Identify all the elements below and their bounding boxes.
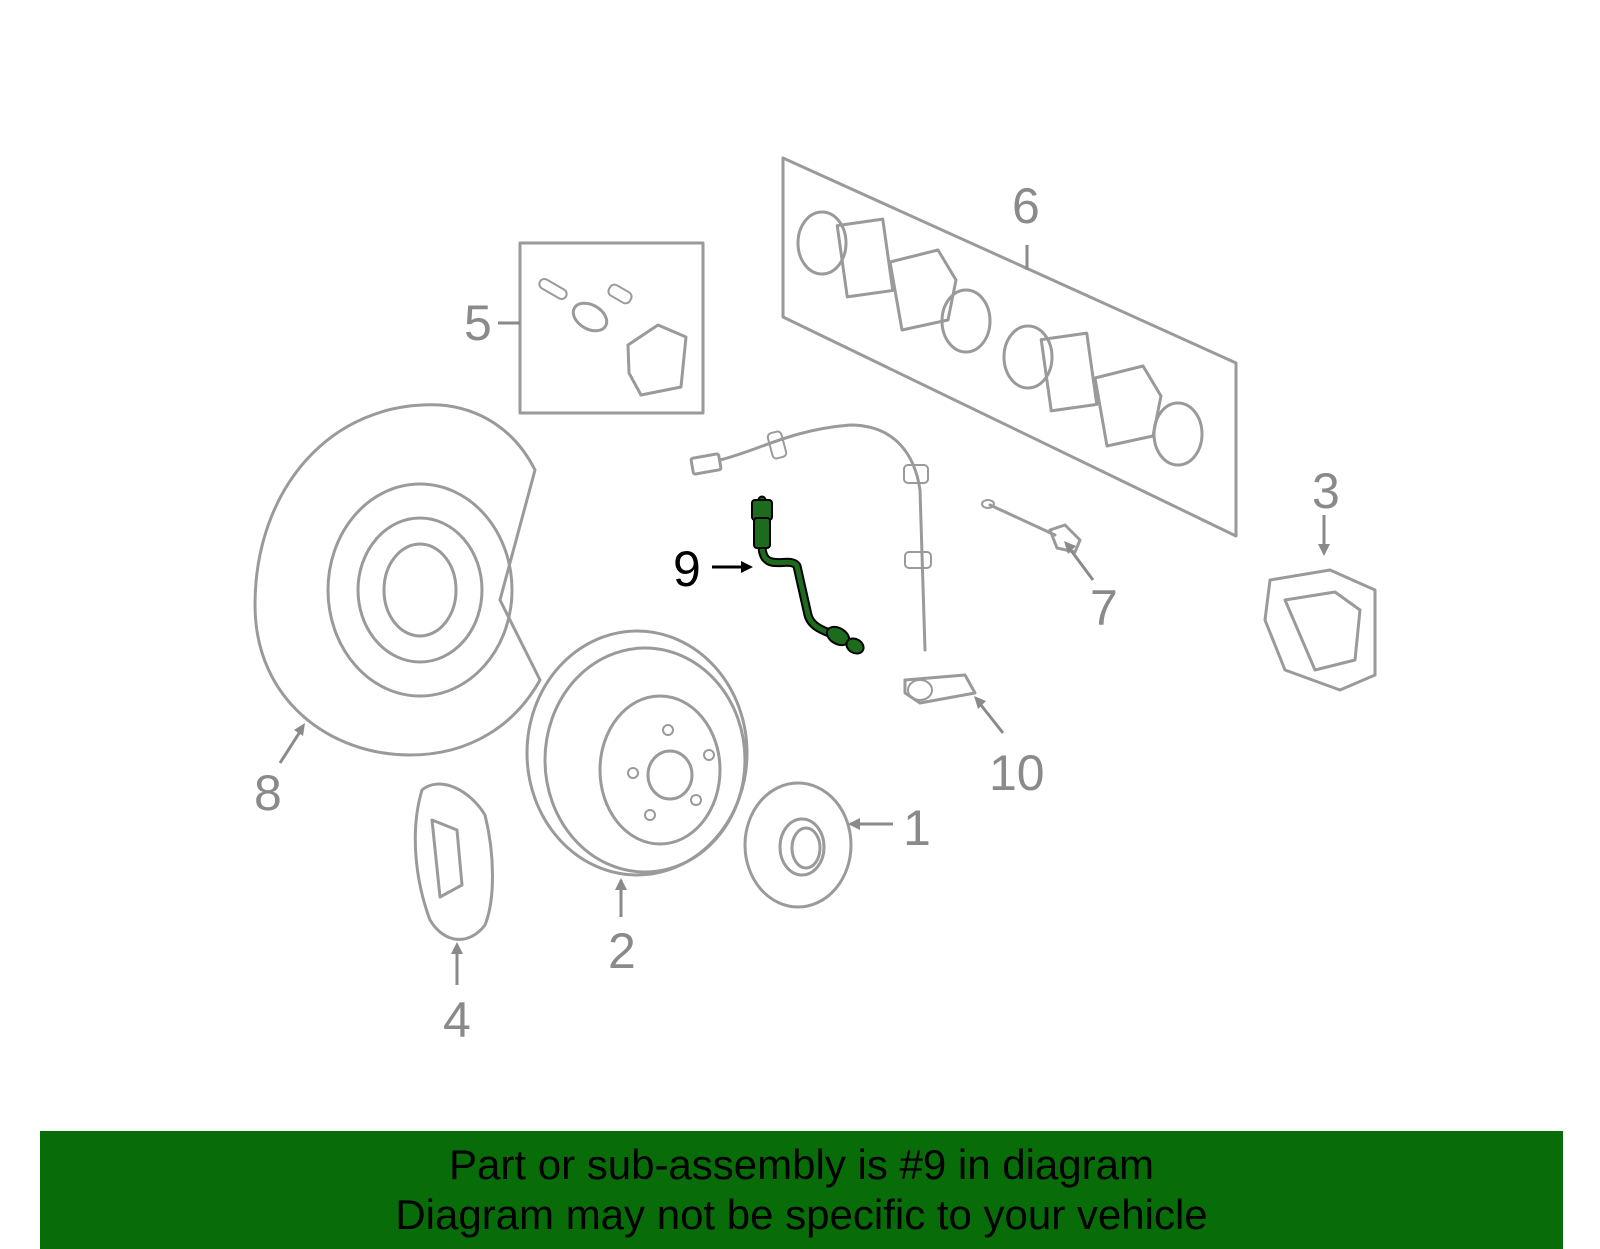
callout-4[interactable]: 4	[443, 992, 471, 1048]
callout-8[interactable]: 8	[254, 765, 282, 821]
callout-5[interactable]: 5	[464, 295, 492, 351]
callout-3[interactable]: 3	[1312, 463, 1340, 519]
part-9-brake-hose[interactable]	[751, 495, 866, 657]
callout-10[interactable]: 10	[989, 745, 1045, 801]
banner-line-part: Part or sub-assembly is #9 in diagram	[449, 1141, 1154, 1188]
callout-9[interactable]: 9	[673, 541, 701, 597]
part-2-brake-rotor[interactable]	[525, 629, 749, 877]
leader-7	[1065, 544, 1095, 581]
part-1-wheel-hub[interactable]	[743, 781, 853, 909]
leader-lines	[278, 245, 1330, 985]
part-8-splash-shield[interactable]	[253, 403, 542, 757]
part-6-brake-pad-set[interactable]	[781, 156, 1238, 538]
part-4-brake-caliper[interactable]	[413, 782, 494, 941]
callout-1[interactable]: 1	[903, 800, 931, 856]
callout-2[interactable]: 2	[608, 923, 636, 979]
banner-line-disclaimer: Diagram may not be specific to your vehi…	[395, 1191, 1208, 1238]
info-banner: Part or sub-assembly is #9 in diagram Di…	[40, 1131, 1563, 1249]
part-5-caliper-hardware-kit[interactable]	[518, 241, 705, 415]
part-3-brake-caliper[interactable]	[1263, 568, 1377, 692]
callout-6[interactable]: 6	[1012, 178, 1040, 234]
part-7-wear-sensor[interactable]	[981, 499, 1082, 554]
callout-7[interactable]: 7	[1090, 580, 1118, 636]
part-10-abs-sensor[interactable]	[689, 423, 977, 705]
